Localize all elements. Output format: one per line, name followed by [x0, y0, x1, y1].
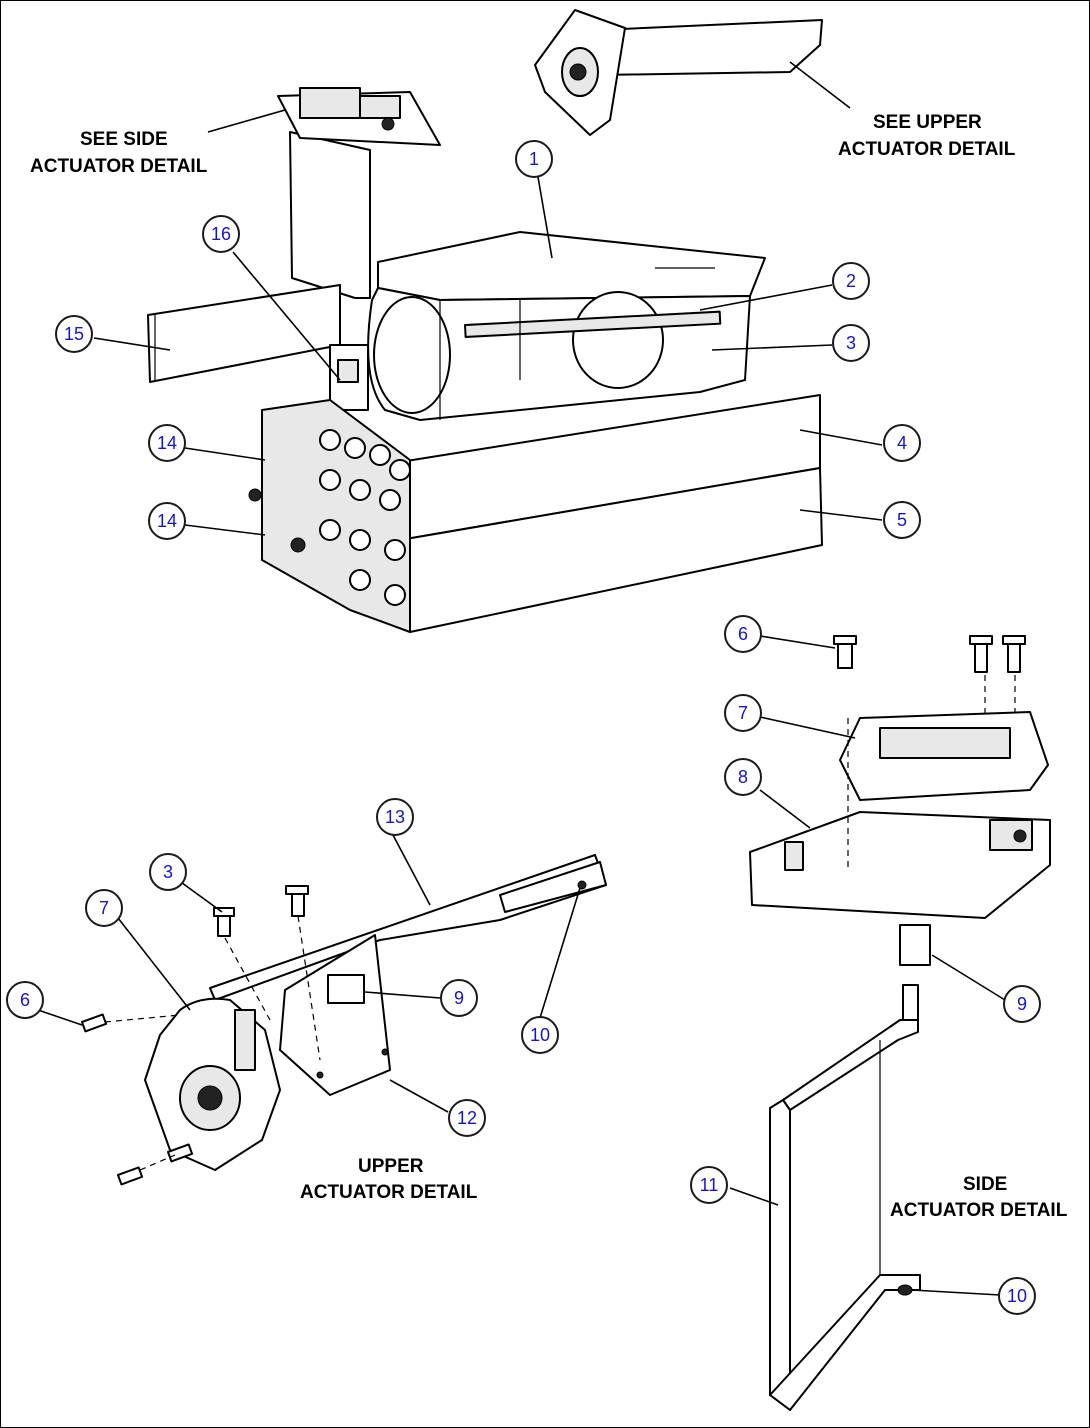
see-side-actuator-label: SEE SIDE ACTUATOR DETAIL — [30, 129, 208, 177]
side-actuator-bracket-top — [207, 87, 441, 299]
svg-text:ACTUATOR DETAIL: ACTUATOR DETAIL — [838, 139, 1016, 160]
svg-text:7: 7 — [738, 703, 748, 723]
callout-7-upper: 7 — [85, 889, 123, 927]
svg-text:SEE SIDE: SEE SIDE — [80, 129, 168, 150]
callout-10-upper: 10 — [521, 1016, 559, 1054]
callout-7-side: 7 — [724, 694, 762, 732]
svg-text:2: 2 — [846, 271, 856, 291]
svg-text:SIDE: SIDE — [963, 1174, 1007, 1195]
svg-text:SEE UPPER: SEE UPPER — [873, 112, 982, 133]
callout-15: 15 — [55, 315, 93, 353]
svg-text:3: 3 — [163, 862, 173, 882]
svg-text:6: 6 — [20, 990, 30, 1010]
svg-text:7: 7 — [99, 898, 109, 918]
callout-6-upper: 6 — [6, 981, 44, 1019]
svg-text:6: 6 — [738, 624, 748, 644]
svg-text:14: 14 — [157, 511, 177, 531]
part-15-plate — [147, 284, 341, 383]
callout-13: 13 — [376, 798, 414, 836]
svg-text:10: 10 — [1007, 1286, 1027, 1306]
coil-fins — [319, 429, 411, 606]
svg-text:ACTUATOR DETAIL: ACTUATOR DETAIL — [890, 1200, 1068, 1221]
svg-text:12: 12 — [457, 1108, 477, 1128]
svg-text:11: 11 — [700, 1175, 719, 1195]
svg-text:13: 13 — [385, 807, 405, 827]
callout-5: 5 — [883, 501, 921, 539]
part-16-bracket — [329, 344, 369, 411]
callout-16: 16 — [202, 215, 240, 253]
side-actuator-detail-label: SIDE ACTUATOR DETAIL — [890, 1174, 1068, 1221]
svg-text:16: 16 — [211, 224, 231, 244]
svg-text:1: 1 — [529, 149, 539, 169]
callout-9-side: 9 — [1003, 985, 1041, 1023]
callout-1: 1 — [515, 140, 553, 178]
svg-text:9: 9 — [1017, 994, 1027, 1014]
svg-text:8: 8 — [738, 767, 748, 787]
callout-3-upper: 3 — [149, 853, 187, 891]
see-upper-actuator-label: SEE UPPER ACTUATOR DETAIL — [838, 112, 1016, 160]
callout-11: 11 — [690, 1166, 728, 1204]
upper-actuator-thumbnail — [534, 9, 851, 136]
svg-text:9: 9 — [454, 988, 464, 1008]
svg-text:15: 15 — [64, 324, 84, 344]
svg-text:5: 5 — [897, 510, 907, 530]
callout-6-side: 6 — [724, 615, 762, 653]
svg-text:14: 14 — [157, 433, 177, 453]
svg-text:ACTUATOR DETAIL: ACTUATOR DETAIL — [30, 156, 208, 177]
callout-14-lower: 14 — [148, 502, 186, 540]
callout-10-side: 10 — [998, 1277, 1036, 1315]
part-1-blower-housing — [367, 231, 766, 421]
part-4-5-coil-case — [248, 394, 823, 633]
callout-12: 12 — [448, 1099, 486, 1137]
side-actuator-detail — [729, 635, 1051, 1411]
upper-actuator-detail — [37, 834, 607, 1186]
callout-9-upper: 9 — [440, 979, 478, 1017]
callout-3: 3 — [832, 324, 870, 362]
svg-text:3: 3 — [846, 333, 856, 353]
svg-text:10: 10 — [530, 1025, 550, 1045]
upper-actuator-detail-label: UPPER ACTUATOR DETAIL — [300, 1156, 478, 1203]
callout-14-upper: 14 — [148, 424, 186, 462]
svg-text:4: 4 — [897, 433, 907, 453]
svg-text:UPPER: UPPER — [358, 1156, 424, 1177]
svg-text:ACTUATOR DETAIL: ACTUATOR DETAIL — [300, 1182, 478, 1203]
callout-8: 8 — [724, 758, 762, 796]
leader-lines-top — [93, 176, 883, 536]
callout-4: 4 — [883, 424, 921, 462]
callout-2: 2 — [832, 262, 870, 300]
